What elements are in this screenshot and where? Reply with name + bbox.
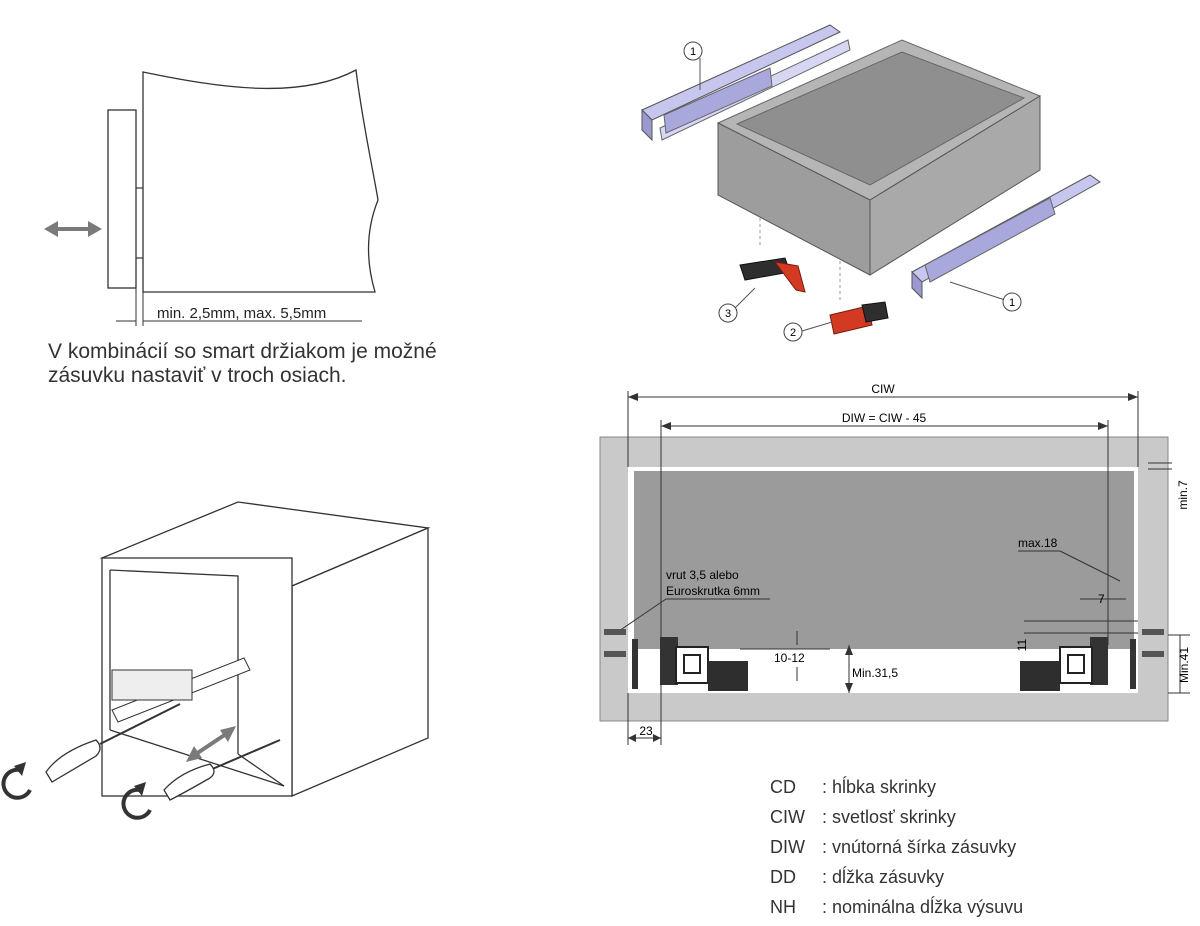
side-view-diagram: min. 2,5mm, max. 5,5mm [44, 68, 379, 326]
cabinet-outline [99, 501, 431, 797]
side-view-caption: V kombinácií so smart držiakom je možné … [48, 340, 437, 387]
exploded-assembly-diagram: 1 1 2 3 [641, 24, 1101, 342]
eleven-label: 11 [1015, 638, 1029, 651]
callout-3: 3 [718, 287, 756, 323]
gap-label: 10-12 [774, 651, 805, 665]
clip-left [739, 257, 806, 293]
drawer-box [716, 39, 1042, 276]
drawer-front-panel [107, 109, 137, 289]
left-rail [641, 24, 851, 142]
max18-label: max.18 [1018, 536, 1058, 550]
screw-right-bottom [1142, 651, 1164, 657]
drawer-rail-in-cabinet [111, 657, 251, 723]
section-drawing: CIW DIW = CIW - 45 min.7 max.18 7 vrut 3… [599, 382, 1191, 745]
screw-label-line2: Euroskrutka 6mm [666, 584, 760, 598]
screw-right-top [1142, 629, 1164, 635]
screwdriver-left [45, 703, 181, 783]
side-gap-dimension: min. 2,5mm, max. 5,5mm [157, 305, 326, 322]
legend-row-ciw: CIW: svetlosť skrinky [770, 806, 956, 827]
adjust-double-arrow [44, 221, 102, 237]
cabinet-adjustment-diagram [1, 501, 431, 820]
svg-text:1: 1 [1009, 297, 1015, 309]
screw-left-top [604, 629, 626, 635]
min315-label: Min.31,5 [852, 666, 898, 680]
legend-row-cd: CD: hĺbka skrinky [770, 776, 937, 797]
min41-label: Min.41 [1177, 647, 1191, 683]
screwdriver-right [163, 739, 281, 801]
cabinet-side-outline [142, 68, 379, 293]
legend-row-nh: NH: nominálna dĺžka výsuvu [770, 896, 1024, 917]
rotate-arrow-left [1, 762, 32, 800]
rail-left [632, 637, 748, 691]
right-rail [911, 174, 1101, 300]
clip-right [829, 301, 889, 335]
svg-text:1: 1 [690, 46, 696, 58]
screw-left-bottom [604, 651, 626, 657]
min7-label: min.7 [1176, 480, 1190, 510]
diw-dimension-label: DIW = CIW - 45 [842, 411, 927, 425]
callout-1-right: 1 [949, 281, 1022, 312]
callout-1-left: 1 [683, 41, 703, 90]
twentythree-label: 23 [639, 724, 653, 738]
screw-label-line1: vrut 3,5 alebo [666, 568, 739, 582]
legend-row-diw: DIW: vnútorná šírka zásuvky [770, 836, 1017, 857]
svg-text:3: 3 [725, 308, 731, 320]
adjust-arrow [186, 726, 236, 762]
rail-right [1020, 637, 1136, 691]
svg-text:2: 2 [790, 327, 796, 339]
callout-2: 2 [783, 321, 833, 342]
ciw-dimension-label: CIW [871, 382, 895, 396]
abbreviation-legend: CD: hĺbka skrinky CIW: svetlosť skrinky … [770, 772, 1023, 922]
rotate-arrow-right [121, 782, 152, 820]
legend-row-dd: DD: dĺžka zásuvky [770, 866, 945, 887]
seven-label: 7 [1098, 592, 1105, 606]
